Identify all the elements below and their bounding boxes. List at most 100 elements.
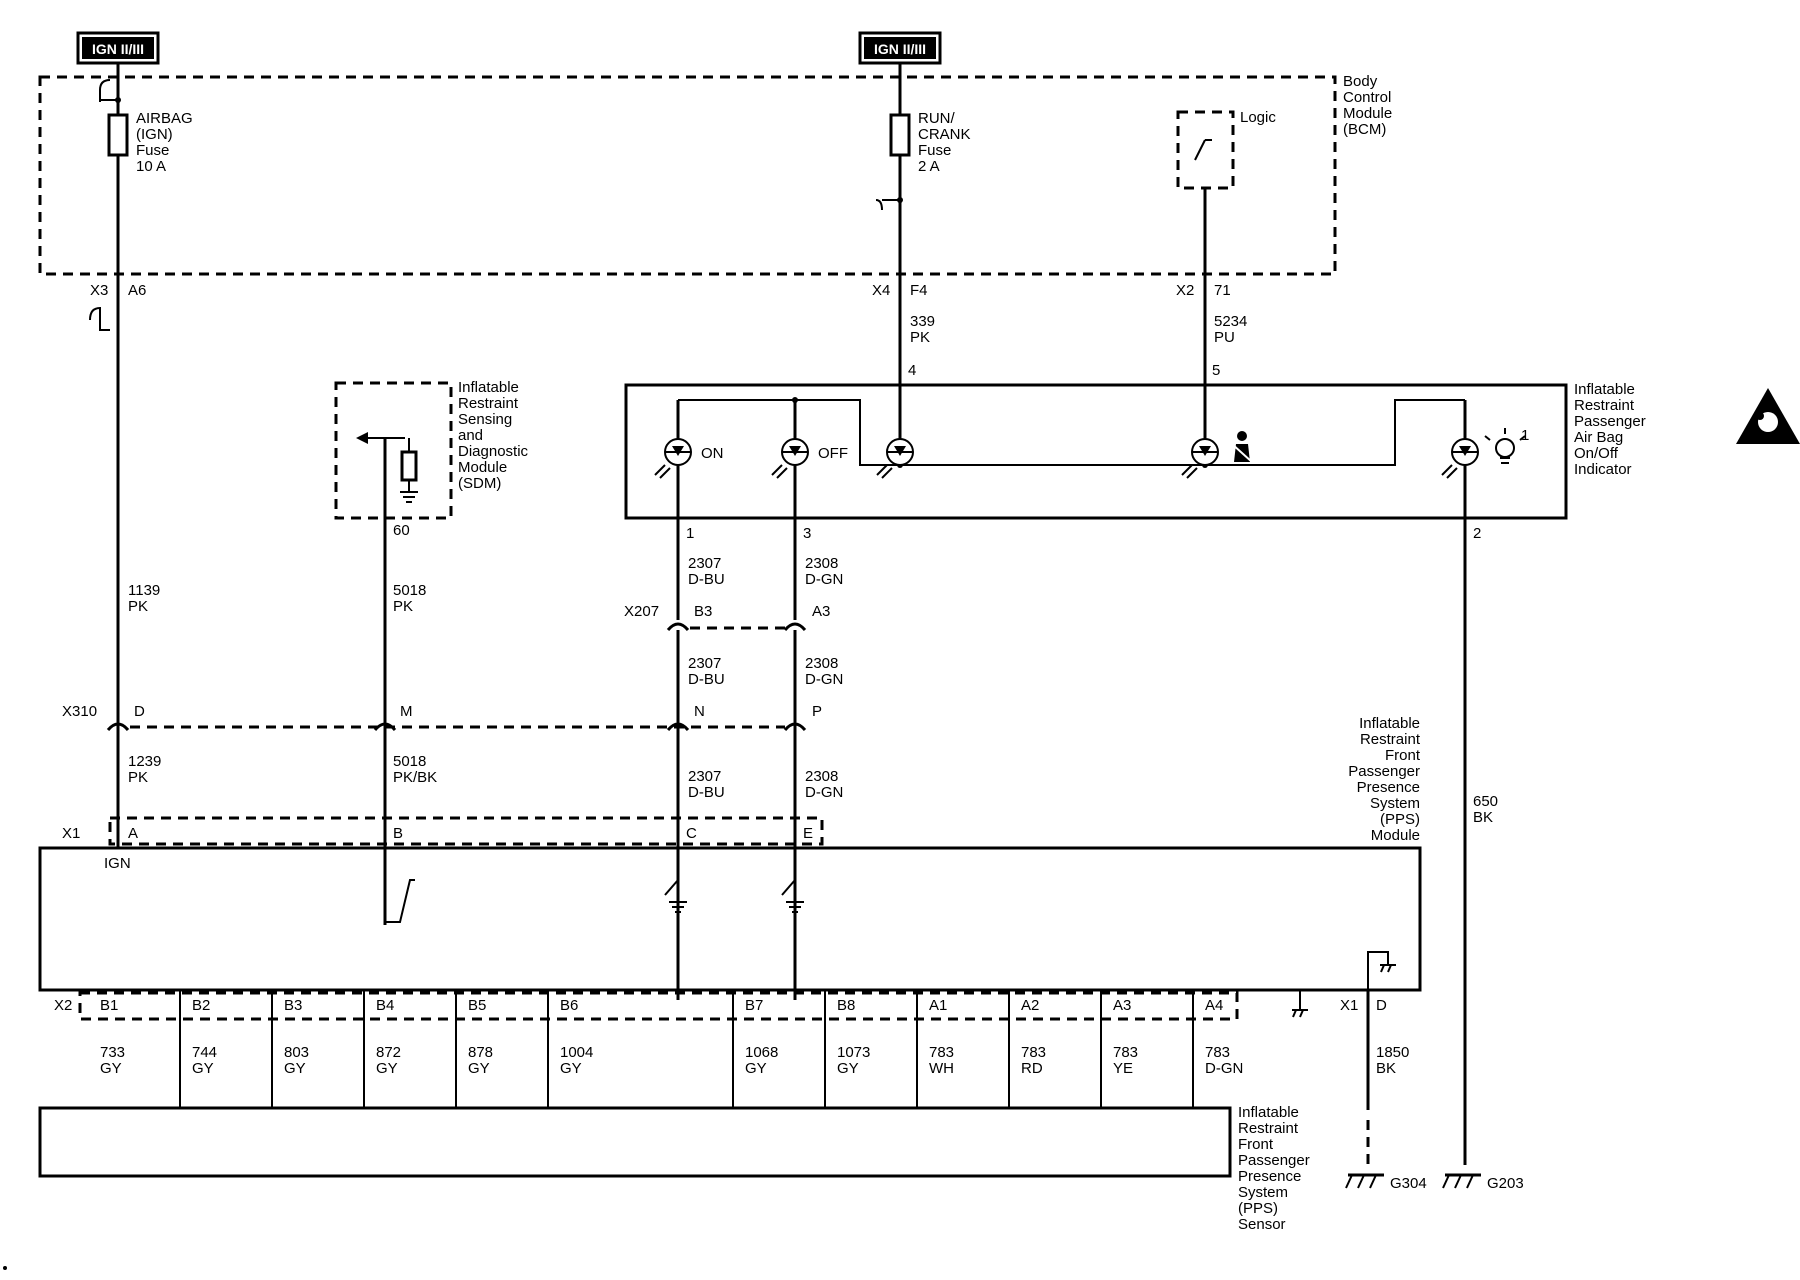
svg-text:(IGN): (IGN)	[136, 126, 173, 143]
ign-source-left: IGN II/III	[76, 31, 160, 65]
sensor-wire-color: GY	[560, 1060, 582, 1077]
svg-text:PK: PK	[910, 329, 930, 346]
svg-text:Restraint: Restraint	[458, 395, 519, 412]
pps-sensor: Inflatable Restraint Front Passenger Pre…	[38, 1104, 1310, 1233]
svg-text:71: 71	[1214, 282, 1231, 299]
sensor-circuit-number: 783	[1205, 1044, 1230, 1061]
svg-text:Restraint: Restraint	[1574, 397, 1635, 414]
airbag-fuse	[107, 113, 129, 157]
sensor-wire-color: WH	[929, 1060, 954, 1077]
sensor-pin-label: B1	[100, 997, 118, 1014]
svg-text:G203: G203	[1487, 1175, 1524, 1192]
bcm-label: Body Control Module (BCM)	[1343, 73, 1392, 138]
led-bulb	[1451, 438, 1479, 466]
svg-text:System: System	[1370, 795, 1420, 812]
svg-text:Passenger: Passenger	[1238, 1152, 1310, 1169]
svg-text:ON: ON	[701, 445, 724, 462]
svg-text:E: E	[803, 825, 813, 842]
svg-text:X2: X2	[54, 997, 72, 1014]
svg-text:Sensing: Sensing	[458, 411, 512, 428]
svg-text:X1: X1	[1340, 997, 1358, 1014]
svg-text:2307: 2307	[688, 655, 721, 672]
svg-text:Passenger: Passenger	[1574, 413, 1646, 430]
run-crank-fuse	[889, 113, 911, 157]
svg-text:P: P	[812, 703, 822, 720]
svg-text:(SDM): (SDM)	[458, 475, 501, 492]
sensor-circuit-number: 803	[284, 1044, 309, 1061]
svg-text:10 A: 10 A	[136, 158, 166, 175]
svg-text:BK: BK	[1376, 1060, 1396, 1077]
svg-text:2308: 2308	[805, 555, 838, 572]
svg-text:2 A: 2 A	[918, 158, 940, 175]
svg-text:PK: PK	[128, 598, 148, 615]
svg-text:B3: B3	[694, 603, 712, 620]
led-on	[664, 438, 692, 466]
sensor-wire-color: GY	[192, 1060, 214, 1077]
svg-text:Module: Module	[1343, 105, 1392, 122]
svg-text:X310: X310	[62, 703, 97, 720]
sensor-wire-color: GY	[376, 1060, 398, 1077]
sensor-wire-color: RD	[1021, 1060, 1043, 1077]
svg-text:D-BU: D-BU	[688, 671, 725, 688]
ign-source-right: IGN II/III	[858, 31, 942, 65]
svg-text:(PPS): (PPS)	[1238, 1200, 1278, 1217]
svg-text:System: System	[1238, 1184, 1288, 1201]
svg-text:2308: 2308	[805, 768, 838, 785]
svg-text:CRANK: CRANK	[918, 126, 971, 143]
svg-text:1239: 1239	[128, 753, 161, 770]
svg-text:PK/BK: PK/BK	[393, 769, 437, 786]
svg-text:1139: 1139	[128, 582, 160, 599]
sensor-circuit-number: 733	[100, 1044, 125, 1061]
sensor-pin-label: B8	[837, 997, 855, 1014]
led-run-crank	[886, 438, 914, 466]
svg-text:X4: X4	[872, 282, 890, 299]
sensor-wire-color: YE	[1113, 1060, 1133, 1077]
svg-text:1850: 1850	[1376, 1044, 1409, 1061]
svg-text:X2: X2	[1176, 282, 1194, 299]
wire-labels-upper: 1139 PK 2307 D-BU 2308 D-GN	[128, 555, 843, 615]
svg-text:Inflatable: Inflatable	[1359, 715, 1420, 732]
svg-text:5018: 5018	[393, 582, 426, 599]
svg-text:Fuse: Fuse	[918, 142, 951, 159]
svg-text:Presence: Presence	[1357, 779, 1420, 796]
sensor-wire-color: GY	[837, 1060, 859, 1077]
sensor-pin-label: B2	[192, 997, 210, 1014]
svg-text:M: M	[400, 703, 413, 720]
air-bag-indicator: 1 ON OFF Inflatable Restraint Passenger …	[624, 381, 1646, 1165]
svg-text:X1: X1	[62, 825, 80, 842]
svg-text:A3: A3	[812, 603, 830, 620]
svg-text:5: 5	[1212, 362, 1220, 379]
svg-text:D-BU: D-BU	[688, 784, 725, 801]
sensor-wire-color: D-GN	[1205, 1060, 1243, 1077]
svg-text:3: 3	[803, 525, 811, 542]
sensor-harness: X2 X1 D B1733GYB2744GYB3803GYB4872GYB587…	[54, 990, 1387, 1108]
svg-text:Logic: Logic	[1240, 109, 1276, 126]
svg-text:IGN II/III: IGN II/III	[874, 41, 926, 57]
svg-text:PU: PU	[1214, 329, 1235, 346]
run-crank-circuit: RUN/ CRANK Fuse 2 A X4 F4 339 PK 4	[872, 63, 971, 465]
svg-text:2307: 2307	[688, 555, 721, 572]
svg-text:Presence: Presence	[1238, 1168, 1301, 1185]
connector-x207: X207 B3 A3 2307 D-BU 2308 D-GN	[624, 603, 843, 1000]
sdm-module: Inflatable Restraint Sensing and Diagnos…	[334, 379, 529, 925]
sensor-circuit-number: 1068	[745, 1044, 778, 1061]
svg-text:Indicator: Indicator	[1574, 461, 1632, 478]
svg-text:OFF: OFF	[818, 445, 848, 462]
svg-text:D: D	[1376, 997, 1387, 1014]
led-off	[781, 438, 809, 466]
svg-text:1: 1	[686, 525, 694, 542]
connector-x310: X310 D M N P 1239 PK 5018 PK/BK 2307 D-B…	[62, 703, 1498, 826]
svg-text:D: D	[134, 703, 145, 720]
svg-text:D-GN: D-GN	[805, 784, 843, 801]
svg-text:650: 650	[1473, 793, 1498, 810]
svg-text:X3: X3	[90, 282, 108, 299]
airbag-fuse-circuit: AIRBAG (IGN) Fuse 10 A X3 A6	[89, 63, 193, 848]
svg-text:PK: PK	[393, 598, 413, 615]
svg-text:A: A	[128, 825, 138, 842]
svg-text:On/Off: On/Off	[1574, 445, 1619, 462]
sensor-wire-color: GY	[745, 1060, 767, 1077]
svg-text:A6: A6	[128, 282, 146, 299]
sensor-pin-label: A4	[1205, 997, 1223, 1014]
svg-text:2: 2	[1473, 525, 1481, 542]
